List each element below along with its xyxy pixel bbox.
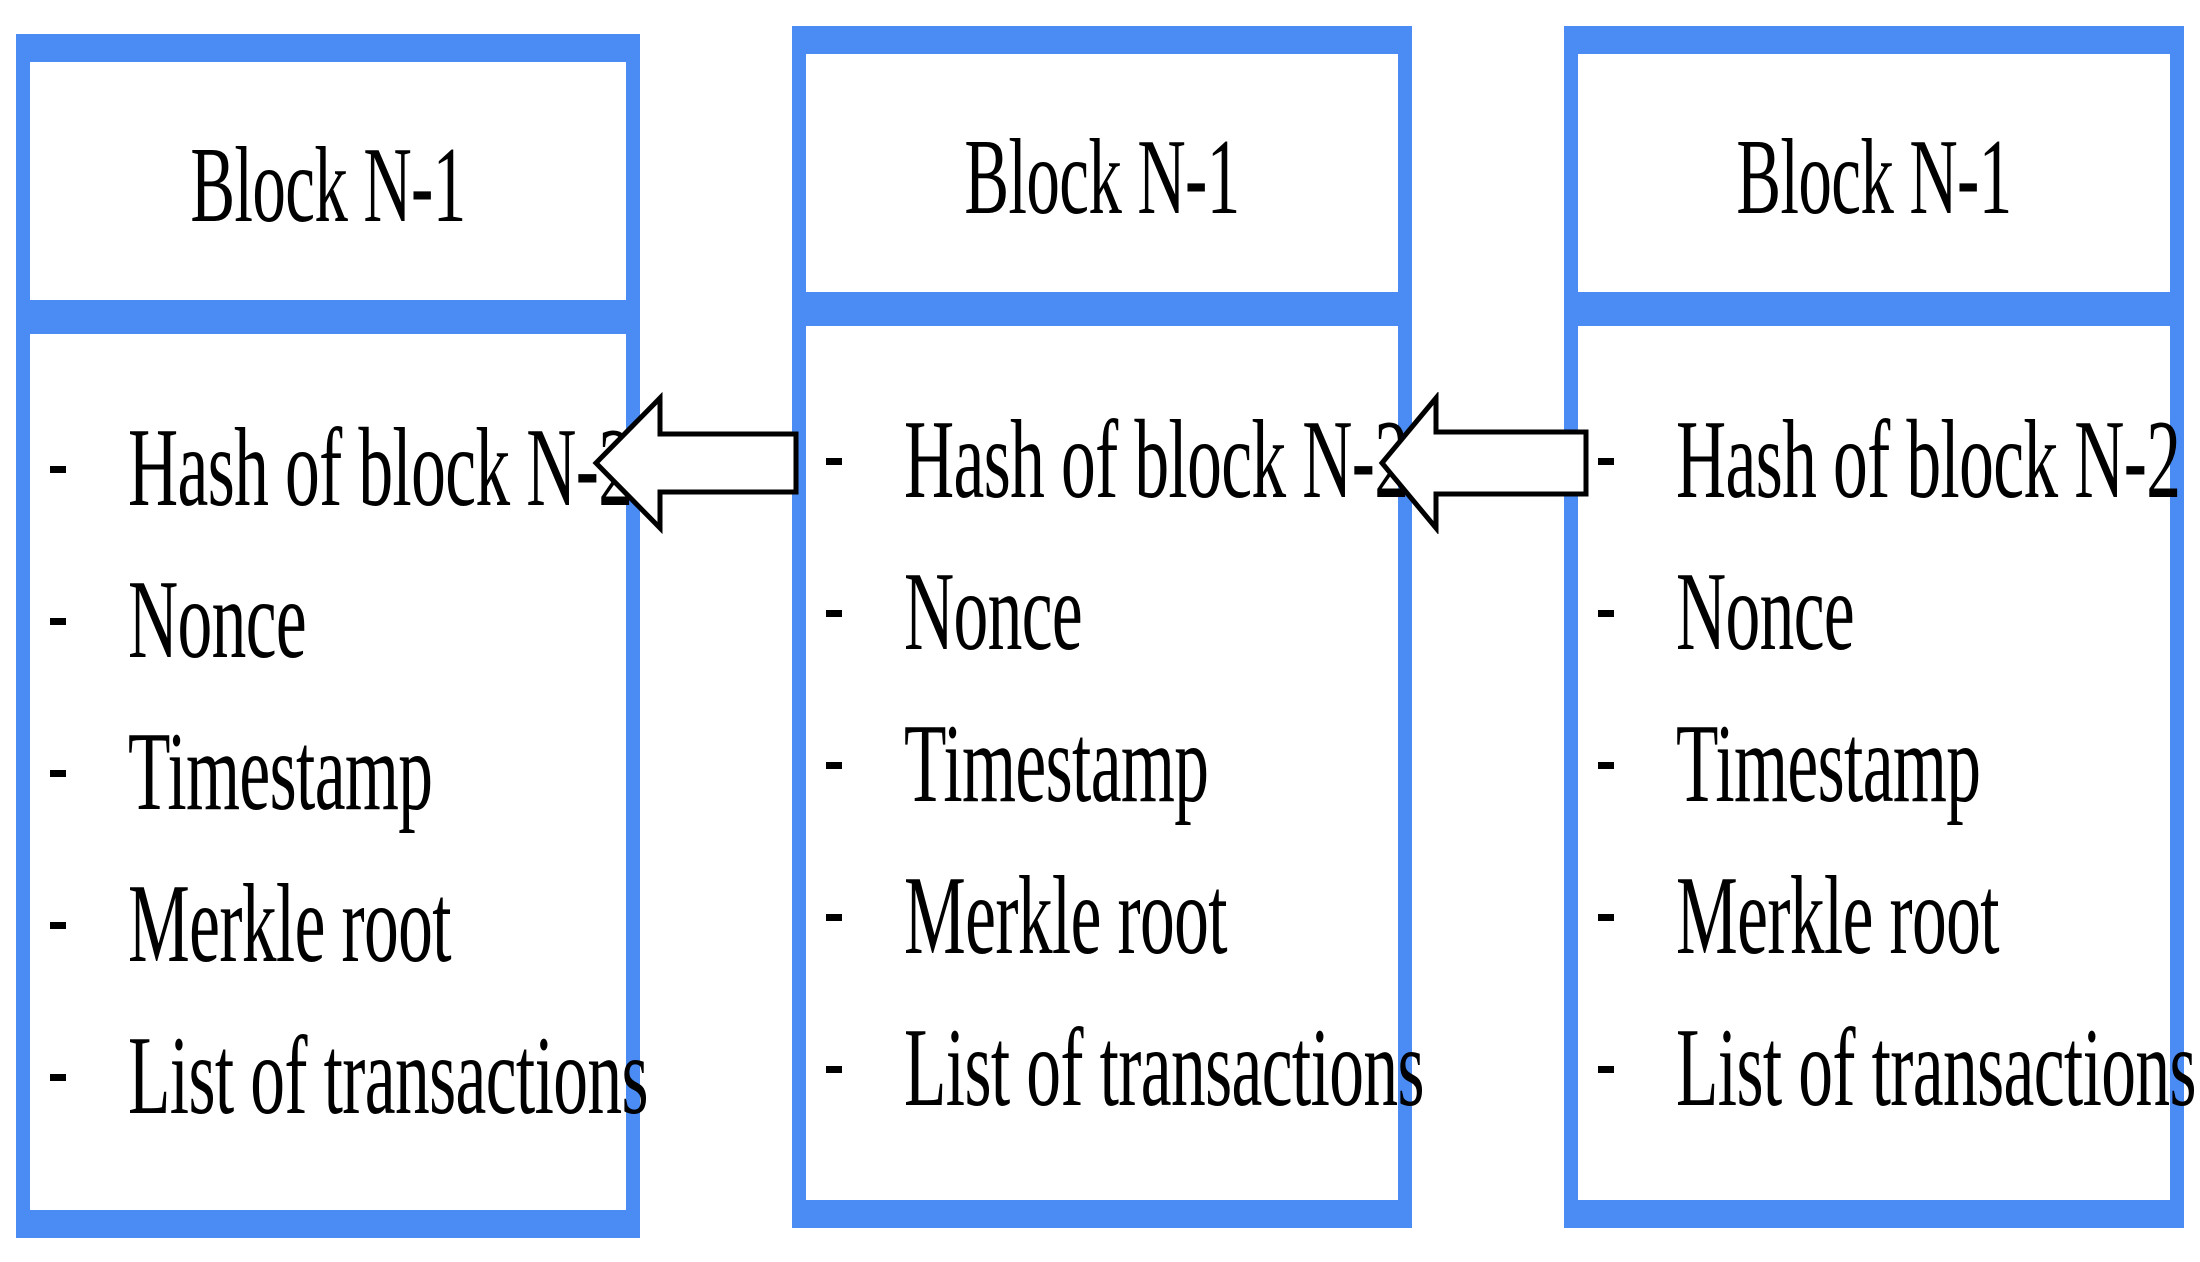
block-title: Block N-1 <box>1736 118 2012 237</box>
field-hash-label: Hash of block N-2 <box>1676 398 2181 522</box>
list-item: Nonce <box>1578 538 2170 690</box>
dash-bullet-icon <box>826 458 842 465</box>
dash-bullet-icon <box>50 466 66 473</box>
list-item: Hash of block N-2 <box>806 386 1409 538</box>
field-list: Hash of block N-2 Nonce Timestamp Merkle… <box>30 394 648 1154</box>
arrow-left-icon <box>592 392 799 534</box>
dash-bullet-icon <box>1598 914 1614 921</box>
dash-bullet-icon <box>1598 762 1614 769</box>
field-hash-label: Hash of block N-2 <box>128 406 633 530</box>
block-title: Block N-1 <box>190 126 466 245</box>
list-item: Timestamp <box>806 690 1398 842</box>
dash-bullet-icon <box>50 1074 66 1081</box>
field-hash-label: Hash of block N-2 <box>904 398 1409 522</box>
field-nonce-label: Nonce <box>904 550 1083 674</box>
block-header: Block N-1 <box>806 54 1398 292</box>
dash-bullet-icon <box>1598 610 1614 617</box>
dash-bullet-icon <box>1598 1066 1614 1073</box>
field-transactions-label: List of transactions <box>904 1006 1424 1130</box>
block-right: Block N-1 Hash of block N-2 Nonce Timest… <box>1564 26 2196 1228</box>
field-nonce-label: Nonce <box>128 558 307 682</box>
list-item: Nonce <box>30 546 626 698</box>
dash-bullet-icon <box>50 770 66 777</box>
list-item: Hash of block N-2 <box>30 394 633 546</box>
list-item: Merkle root <box>1578 842 2170 994</box>
list-item: List of transactions <box>806 994 1424 1146</box>
dash-bullet-icon <box>50 922 66 929</box>
list-item: List of transactions <box>1578 994 2196 1146</box>
block-left: Block N-1 Hash of block N-2 Nonce Timest… <box>16 34 648 1238</box>
dash-bullet-icon <box>826 762 842 769</box>
field-timestamp-label: Timestamp <box>1676 702 1981 826</box>
field-list: Hash of block N-2 Nonce Timestamp Merkle… <box>1578 386 2196 1146</box>
list-item: Timestamp <box>1578 690 2170 842</box>
list-item: Nonce <box>806 538 1398 690</box>
list-item: Merkle root <box>30 850 626 1002</box>
block-title: Block N-1 <box>964 118 1240 237</box>
dash-bullet-icon <box>50 618 66 625</box>
list-item: Merkle root <box>806 842 1398 994</box>
dash-bullet-icon <box>826 1066 842 1073</box>
list-item: List of transactions <box>30 1002 648 1154</box>
block-body: Hash of block N-2 Nonce Timestamp Merkle… <box>30 334 648 1210</box>
block-middle: Block N-1 Hash of block N-2 Nonce Timest… <box>792 26 1424 1228</box>
dash-bullet-icon <box>1598 458 1614 465</box>
list-item: Timestamp <box>30 698 626 850</box>
field-merkle-label: Merkle root <box>128 862 452 986</box>
field-transactions-label: List of transactions <box>128 1014 648 1138</box>
field-list: Hash of block N-2 Nonce Timestamp Merkle… <box>806 386 1424 1146</box>
field-nonce-label: Nonce <box>1676 550 1855 674</box>
dash-bullet-icon <box>826 914 842 921</box>
block-body: Hash of block N-2 Nonce Timestamp Merkle… <box>1578 326 2196 1200</box>
dash-bullet-icon <box>826 610 842 617</box>
field-merkle-label: Merkle root <box>904 854 1228 978</box>
list-item: Hash of block N-2 <box>1578 386 2181 538</box>
arrow-left-icon <box>1378 392 1589 534</box>
block-body: Hash of block N-2 Nonce Timestamp Merkle… <box>806 326 1424 1200</box>
block-header: Block N-1 <box>30 62 626 300</box>
field-transactions-label: List of transactions <box>1676 1006 2196 1130</box>
field-merkle-label: Merkle root <box>1676 854 2000 978</box>
field-timestamp-label: Timestamp <box>904 702 1209 826</box>
field-timestamp-label: Timestamp <box>128 710 433 834</box>
block-header: Block N-1 <box>1578 54 2170 292</box>
